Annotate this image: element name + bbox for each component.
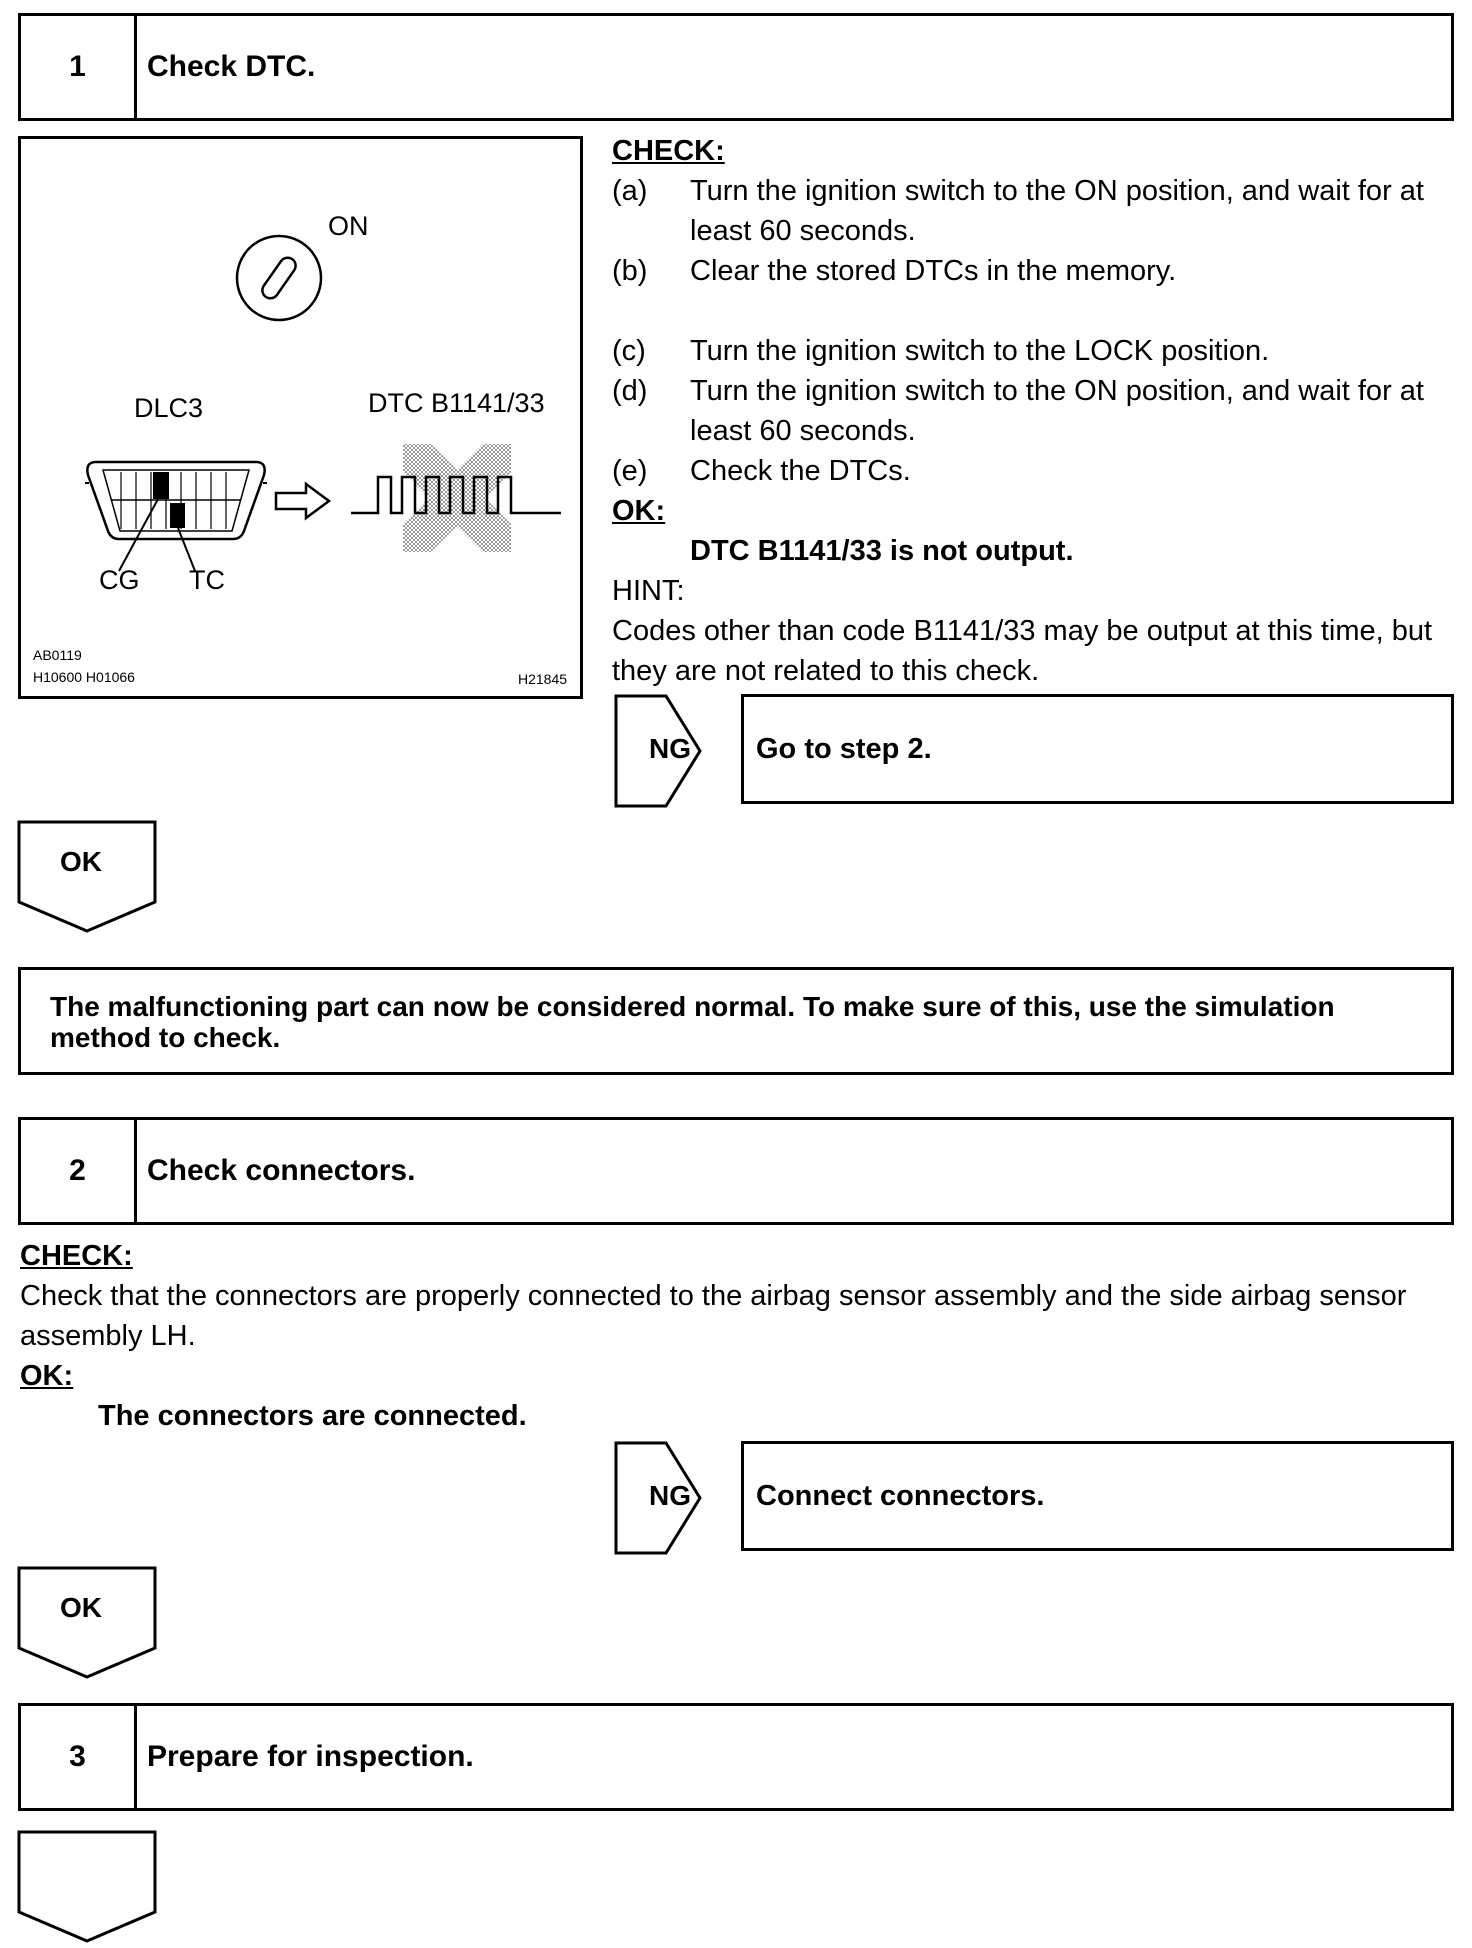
step-2-check-heading: CHECK: [20,1240,133,1272]
step-1-ok-heading: OK: [612,495,666,527]
item-b-line1: Clear the stored DTCs in the memory. [690,255,1177,287]
dtc-waveform-crossed-icon [351,444,561,552]
label-on: ON [328,211,369,241]
step-2-ng-label: NG [649,1480,691,1511]
step-1-ok-text: DTC B1141/33 is not output. [690,535,1074,567]
item-c-line1: Turn the ignition switch to the LOCK pos… [690,335,1270,367]
label-dtc-code: DTC B1141/33 [368,388,545,418]
step-1-ng-arrow [614,694,702,808]
label-cg: CG [99,565,140,595]
step-2-number: 2 [21,1120,137,1222]
item-e-label: (e) [612,455,648,487]
ignition-switch-icon [235,234,323,322]
figure-drawing [85,234,561,572]
step-1-ng-result: Go to step 2. [741,694,1454,804]
figure-ref-code: H21845 [518,671,568,687]
step-2-ok-arrow [17,1566,157,1679]
step-2-check-line1: Check that the connectors are properly c… [20,1280,1407,1312]
step-2-ok-heading: OK: [20,1360,74,1392]
item-a-line2: least 60 seconds. [690,215,916,247]
dlc3-figure: ON DLC3 DTC B1141/33 CG TC AB0119 H10600… [18,136,583,699]
step-1-hint-line2: they are not related to this check. [612,655,1040,687]
item-c-label: (c) [612,335,646,367]
arrow-right-icon [274,481,332,521]
step-3-header: 3 Prepare for inspection. [18,1703,1454,1811]
label-dlc3: DLC3 [134,393,204,423]
item-e-line1: Check the DTCs. [690,455,911,487]
step-3-flow-arrow [17,1830,157,1943]
step-1-ok-label: OK [60,846,102,877]
dlc3-connector-icon [85,460,267,572]
item-d-line1: Turn the ignition switch to the ON posit… [690,375,1424,407]
step-1-hint-line1: Codes other than code B1141/33 may be ou… [612,615,1433,647]
figure-code-ab: AB0119 [33,647,82,663]
note-line1: The malfunctioning part can now be consi… [50,991,1335,1022]
step-2-ng-arrow [614,1441,702,1555]
step-2-ok-text: The connectors are connected. [98,1400,527,1432]
note-line2: method to check. [50,1022,281,1053]
step-1-title: Check DTC. [147,50,316,83]
step-1-ok-arrow [17,820,157,933]
step-2-header: 2 Check connectors. [18,1117,1454,1225]
step-1-ng-label: NG [649,733,691,764]
step-3-title: Prepare for inspection. [147,1740,474,1773]
step-2-ok-label: OK [60,1592,102,1623]
step-1-header: 1 Check DTC. [18,13,1454,121]
step-2-title: Check connectors. [147,1154,416,1187]
item-b-label: (b) [612,255,648,287]
note-box: The malfunctioning part can now be consi… [18,967,1454,1075]
item-a-label: (a) [612,175,648,207]
item-a-line1: Turn the ignition switch to the ON posit… [690,175,1424,207]
step-2-ng-result: Connect connectors. [741,1441,1454,1551]
step-1-number: 1 [21,16,137,118]
step-3-number: 3 [21,1706,137,1808]
step-1-hint-heading: HINT: [612,575,685,607]
step-2-check-line2: assembly LH. [20,1320,196,1352]
item-d-label: (d) [612,375,648,407]
figure-code-h: H10600 H01066 [33,669,135,685]
step-1-check-heading: CHECK: [612,135,725,167]
label-tc: TC [189,565,225,595]
item-d-line2: least 60 seconds. [690,415,916,447]
